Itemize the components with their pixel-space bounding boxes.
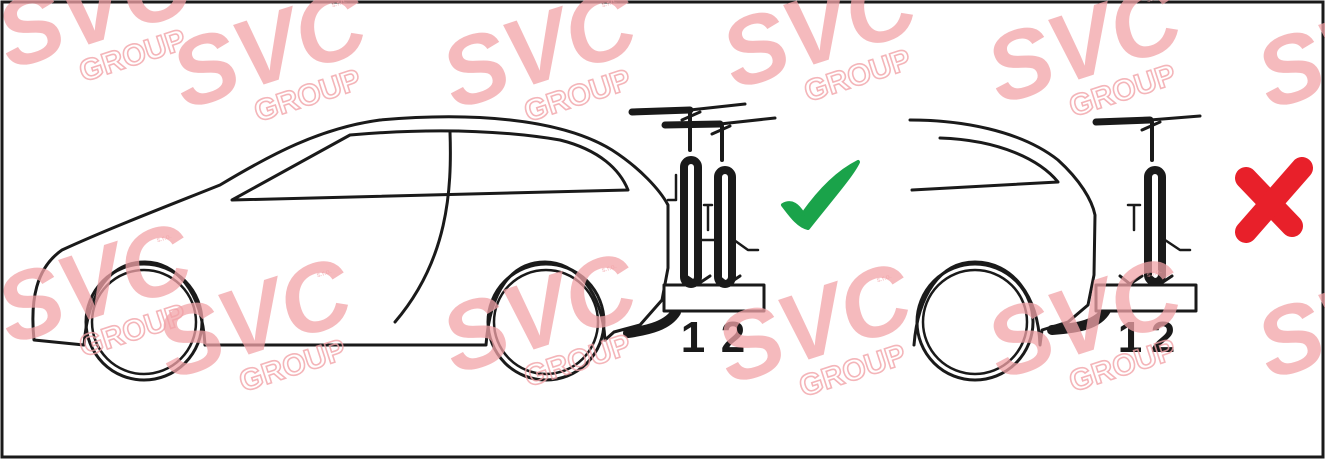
bicycle-1 xyxy=(628,102,747,288)
watermark-sro-text: s.r.o. xyxy=(316,268,333,279)
cross-icon xyxy=(1235,157,1313,243)
correct-scene xyxy=(31,102,777,382)
car-rear-wheel-incorrect xyxy=(915,262,1035,382)
position-number-2-incorrect: 2 xyxy=(1151,313,1175,362)
position-number-1: 1 xyxy=(681,313,705,362)
position-number-2: 2 xyxy=(721,313,745,362)
bicycle-single xyxy=(1092,114,1202,286)
wheel-clamps xyxy=(684,274,742,286)
watermark-sro-text: s.r.o. xyxy=(1146,268,1163,279)
car-windows xyxy=(230,129,630,202)
bicycle-2 xyxy=(661,116,777,288)
carrier-platform-incorrect xyxy=(1094,283,1198,313)
car-rear-wheel xyxy=(486,262,606,382)
watermark-sro-text: s.r.o. xyxy=(331,0,348,9)
car-door-line xyxy=(393,130,452,324)
watermark-sro-text: s.r.o. xyxy=(601,263,618,274)
watermark-sro-text: s.r.o. xyxy=(876,273,893,284)
watermark-sro-text: s.r.o. xyxy=(601,0,618,9)
tow-hitch xyxy=(623,307,681,338)
car-body xyxy=(31,115,670,347)
car-front-wheel xyxy=(84,262,204,382)
wheel-clamps-incorrect xyxy=(1118,274,1174,286)
tow-hitch-incorrect xyxy=(1047,305,1111,335)
carrier-platform xyxy=(662,283,766,313)
check-icon xyxy=(781,160,860,230)
car-rear-window xyxy=(910,136,1060,192)
incorrect-scene xyxy=(908,114,1202,382)
watermark-sro-text: s.r.o. xyxy=(1146,0,1163,4)
watermark-sro-text: s.r.o. xyxy=(156,233,173,244)
position-number-1-incorrect: 1 xyxy=(1118,313,1142,362)
